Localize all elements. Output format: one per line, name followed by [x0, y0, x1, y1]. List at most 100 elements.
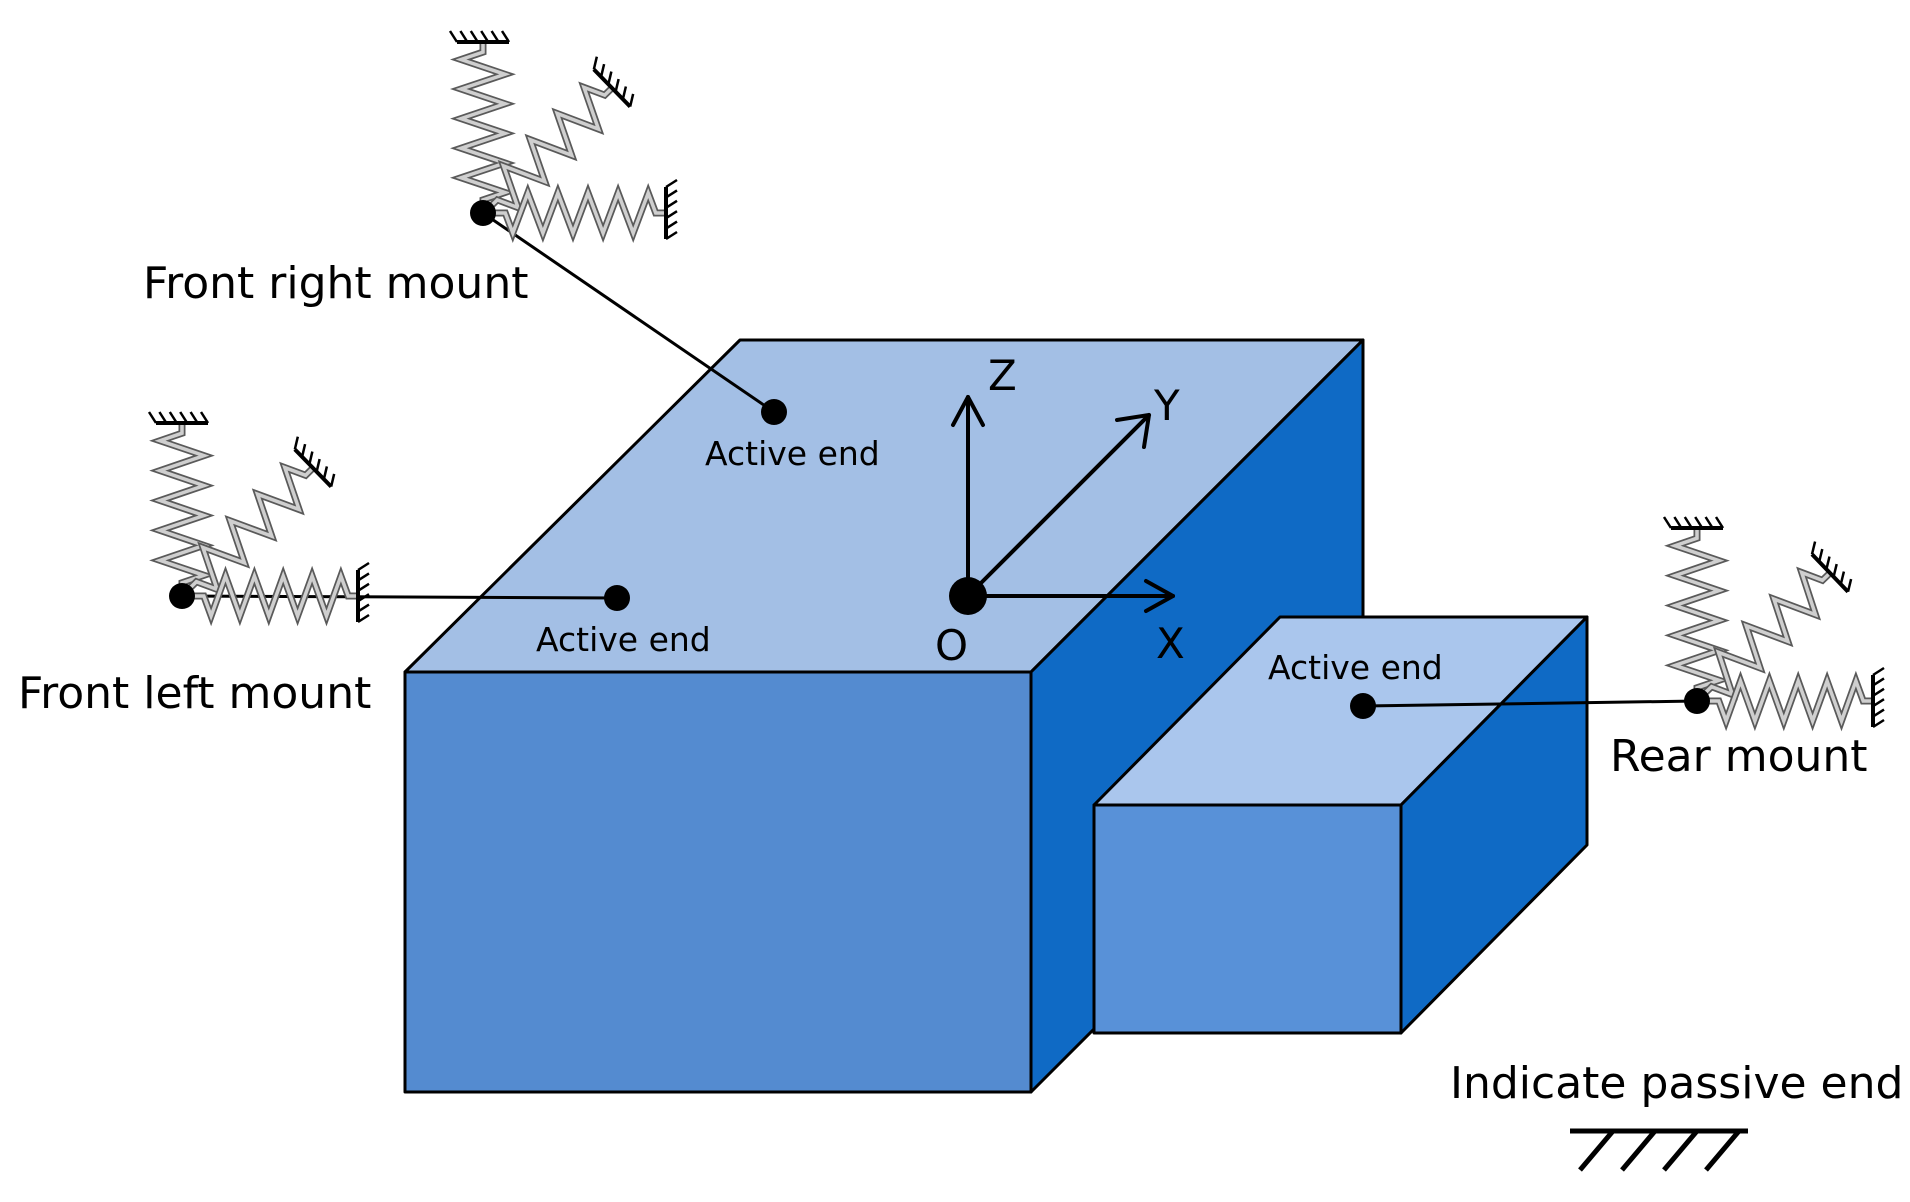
front-left-spring-z-ground-hatch	[189, 411, 199, 424]
rear-spring-y-ground-hatch	[1817, 548, 1824, 563]
engine-block-small	[1092, 615, 1589, 1035]
front-left-spring-y	[186, 436, 336, 596]
front-left-mount-label: Front left mount	[18, 668, 371, 719]
y-axis-line	[966, 413, 1151, 598]
rear-spring-y-ground-hatch	[1846, 578, 1853, 593]
front-left-spring-x-ground-hatch	[357, 572, 370, 582]
front-left-spring-y-ground-hatch	[308, 451, 314, 465]
front-left-spring-x-ground-hatch	[357, 603, 370, 613]
rear-spring-z-coil	[1669, 528, 1725, 698]
front-right-spring-x-ground-hatch	[665, 220, 678, 230]
x-axis-arrowhead	[1144, 579, 1175, 613]
front-right-mount-point	[470, 200, 496, 226]
legend-hatch	[1578, 1129, 1615, 1172]
rear-spring-x-ground-hatch	[1872, 718, 1885, 729]
rear-spring-x	[1709, 666, 1885, 732]
front-right-spring-y-ground-hatch	[628, 93, 635, 107]
front-right-spring-y-ground-hatch	[607, 71, 613, 85]
rear-spring-x-ground-hatch	[1872, 677, 1885, 687]
rear-spring-y-ground-line	[1810, 552, 1850, 594]
front-left-spring-y-ground-hatch	[329, 473, 336, 487]
rear-active-end-point	[1350, 693, 1376, 719]
front-left-spring-x-ground-hatch	[357, 593, 370, 603]
front-left-connector	[181, 594, 618, 600]
rear-spring-x-ground-hatch	[1872, 666, 1885, 677]
front-right-spring-y	[487, 56, 635, 214]
rear-spring-z-ground-hatch	[1694, 516, 1704, 529]
front-right-spring-x-ground-hatch	[665, 199, 678, 209]
rear-spring-y-ground-hatch	[1825, 556, 1831, 570]
front-left-spring-x-ground-hatch	[357, 613, 370, 624]
active-end-label-front-right: Active end	[705, 434, 880, 473]
legend-label: Indicate passive end	[1450, 1058, 1903, 1109]
legend-hatch	[1620, 1129, 1657, 1172]
rear-spring-y-coil	[1702, 569, 1832, 698]
rear-spring-z-ground-hatch	[1714, 516, 1725, 529]
small-block-front-face	[1092, 803, 1403, 1035]
rear-spring-z-ground-hatch	[1662, 516, 1673, 529]
active-end-label-rear: Active end	[1268, 648, 1443, 687]
front-right-spring-z-coil	[455, 42, 511, 210]
front-right-spring-z-ground-hatch	[459, 30, 469, 43]
spring-group	[147, 30, 1885, 732]
front-left-spring-y-ground-hatch	[315, 458, 321, 473]
rear-mount-label: Rear mount	[1610, 731, 1868, 782]
rear-mount-point	[1684, 688, 1710, 714]
front-right-connector	[482, 211, 775, 414]
rear-spring-y-ground-hatch	[1810, 541, 1817, 555]
rear-spring-x-ground-hatch	[1872, 687, 1885, 697]
front-right-spring-y-ground-hatch	[614, 78, 620, 93]
front-right-spring-y-ground-line	[592, 67, 632, 109]
active-end-label-front-left: Active end	[536, 620, 711, 659]
rear-spring-z-ground-hatch	[1704, 516, 1714, 529]
origin-point	[949, 577, 987, 615]
rear-spring-y-ground-hatch	[1832, 563, 1838, 578]
rear-spring-x-ground-hatch	[1872, 698, 1885, 708]
rear-spring-z-ground-hatch	[1673, 516, 1683, 529]
legend-hatch	[1704, 1129, 1741, 1172]
front-right-spring-x	[495, 178, 678, 243]
front-right-spring-x-coil	[495, 188, 666, 238]
front-right-spring-y-coil	[488, 84, 614, 211]
z-axis-arrowhead	[951, 395, 985, 427]
front-left-spring-y-ground-line	[293, 447, 333, 489]
front-right-spring-z-ground-hatch	[500, 30, 511, 43]
legend-hatch	[1662, 1129, 1699, 1172]
x-axis-label: X	[1156, 619, 1185, 668]
y-axis-arrowhead	[1115, 413, 1151, 449]
front-left-active-end-point	[604, 585, 630, 611]
rear-connector	[1362, 699, 1698, 708]
front-left-spring-z-ground-hatch	[199, 411, 210, 424]
origin-label: O	[935, 621, 968, 670]
front-left-spring-z-coil	[154, 423, 210, 593]
front-left-mount-point	[169, 583, 195, 609]
front-left-spring-x-ground-hatch	[357, 582, 370, 592]
rear-spring-x-coil	[1709, 675, 1873, 727]
z-axis-label: Z	[988, 351, 1017, 400]
front-left-spring-x	[194, 561, 370, 627]
front-right-spring-y-ground-hatch	[592, 56, 599, 70]
front-right-spring-x-ground-hatch	[665, 210, 678, 220]
rear-spring-z-ground-hatch	[1683, 516, 1693, 529]
front-left-spring-y-ground-hatch	[293, 436, 300, 450]
front-right-active-end-point	[761, 399, 787, 425]
front-left-spring-z	[147, 411, 215, 593]
front-right-spring-y-ground-hatch	[599, 63, 606, 78]
passive-end-legend-symbol	[1570, 1128, 1748, 1172]
front-right-spring-x-ground-hatch	[665, 178, 678, 189]
front-right-spring-z-ground-hatch	[490, 30, 500, 43]
mount-points	[169, 200, 1710, 719]
mount-connectors	[181, 211, 1698, 708]
rear-spring-x-ground-hatch	[1872, 708, 1885, 718]
rear-spring-y-ground-hatch	[1839, 571, 1846, 585]
large-block-front-face	[403, 670, 1033, 1094]
front-left-spring-y-ground-hatch	[300, 443, 307, 458]
front-right-spring-z-ground-hatch	[480, 30, 490, 43]
y-axis-label: Y	[1153, 381, 1180, 430]
front-left-spring-z-ground-hatch	[147, 411, 158, 424]
front-left-spring-z-ground-hatch	[158, 411, 168, 424]
front-right-spring-x-ground-hatch	[665, 230, 678, 241]
front-right-spring-z-ground-hatch	[448, 30, 459, 43]
